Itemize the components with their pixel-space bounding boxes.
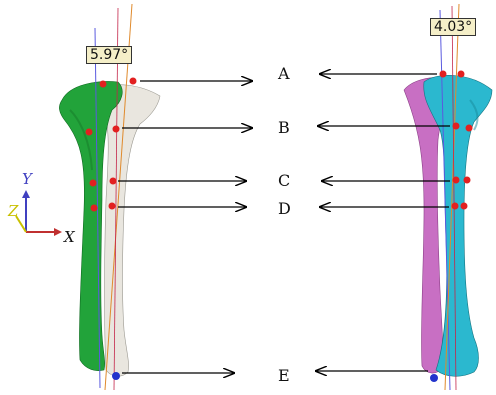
left-landmark-e [112, 372, 120, 380]
right-landmark-a1 [440, 71, 447, 78]
coord-x-label: X [64, 228, 75, 246]
coord-z-label: Z [8, 202, 18, 220]
right-landmark-b1 [453, 123, 460, 130]
left-landmark-d2 [109, 203, 116, 210]
label-d: D [278, 199, 291, 218]
right-landmark-c1 [453, 177, 460, 184]
right-landmark-b2 [466, 125, 473, 132]
left-landmark-a1 [100, 81, 107, 88]
right-tibia-model [404, 4, 492, 390]
right-landmark-d2 [461, 203, 468, 210]
right-landmark-d1 [452, 203, 459, 210]
left-landmark-a2 [130, 78, 137, 85]
coordinate-axes [16, 190, 62, 236]
label-a: A [278, 64, 290, 83]
coord-y-label: Y [22, 170, 32, 188]
label-e: E [278, 366, 290, 385]
left-landmark-c2 [110, 178, 117, 185]
left-landmark-c1 [90, 180, 97, 187]
left-angle-readout: 5.97° [86, 46, 132, 64]
right-angle-readout: 4.03° [430, 18, 476, 36]
right-landmark-a2 [458, 71, 465, 78]
left-landmark-b2 [113, 126, 120, 133]
left-landmark-d1 [91, 205, 98, 212]
right-landmark-c2 [464, 177, 471, 184]
left-landmark-b1 [86, 129, 93, 136]
label-c: C [278, 171, 290, 190]
right-landmark-e [430, 374, 438, 382]
label-b: B [278, 118, 290, 137]
